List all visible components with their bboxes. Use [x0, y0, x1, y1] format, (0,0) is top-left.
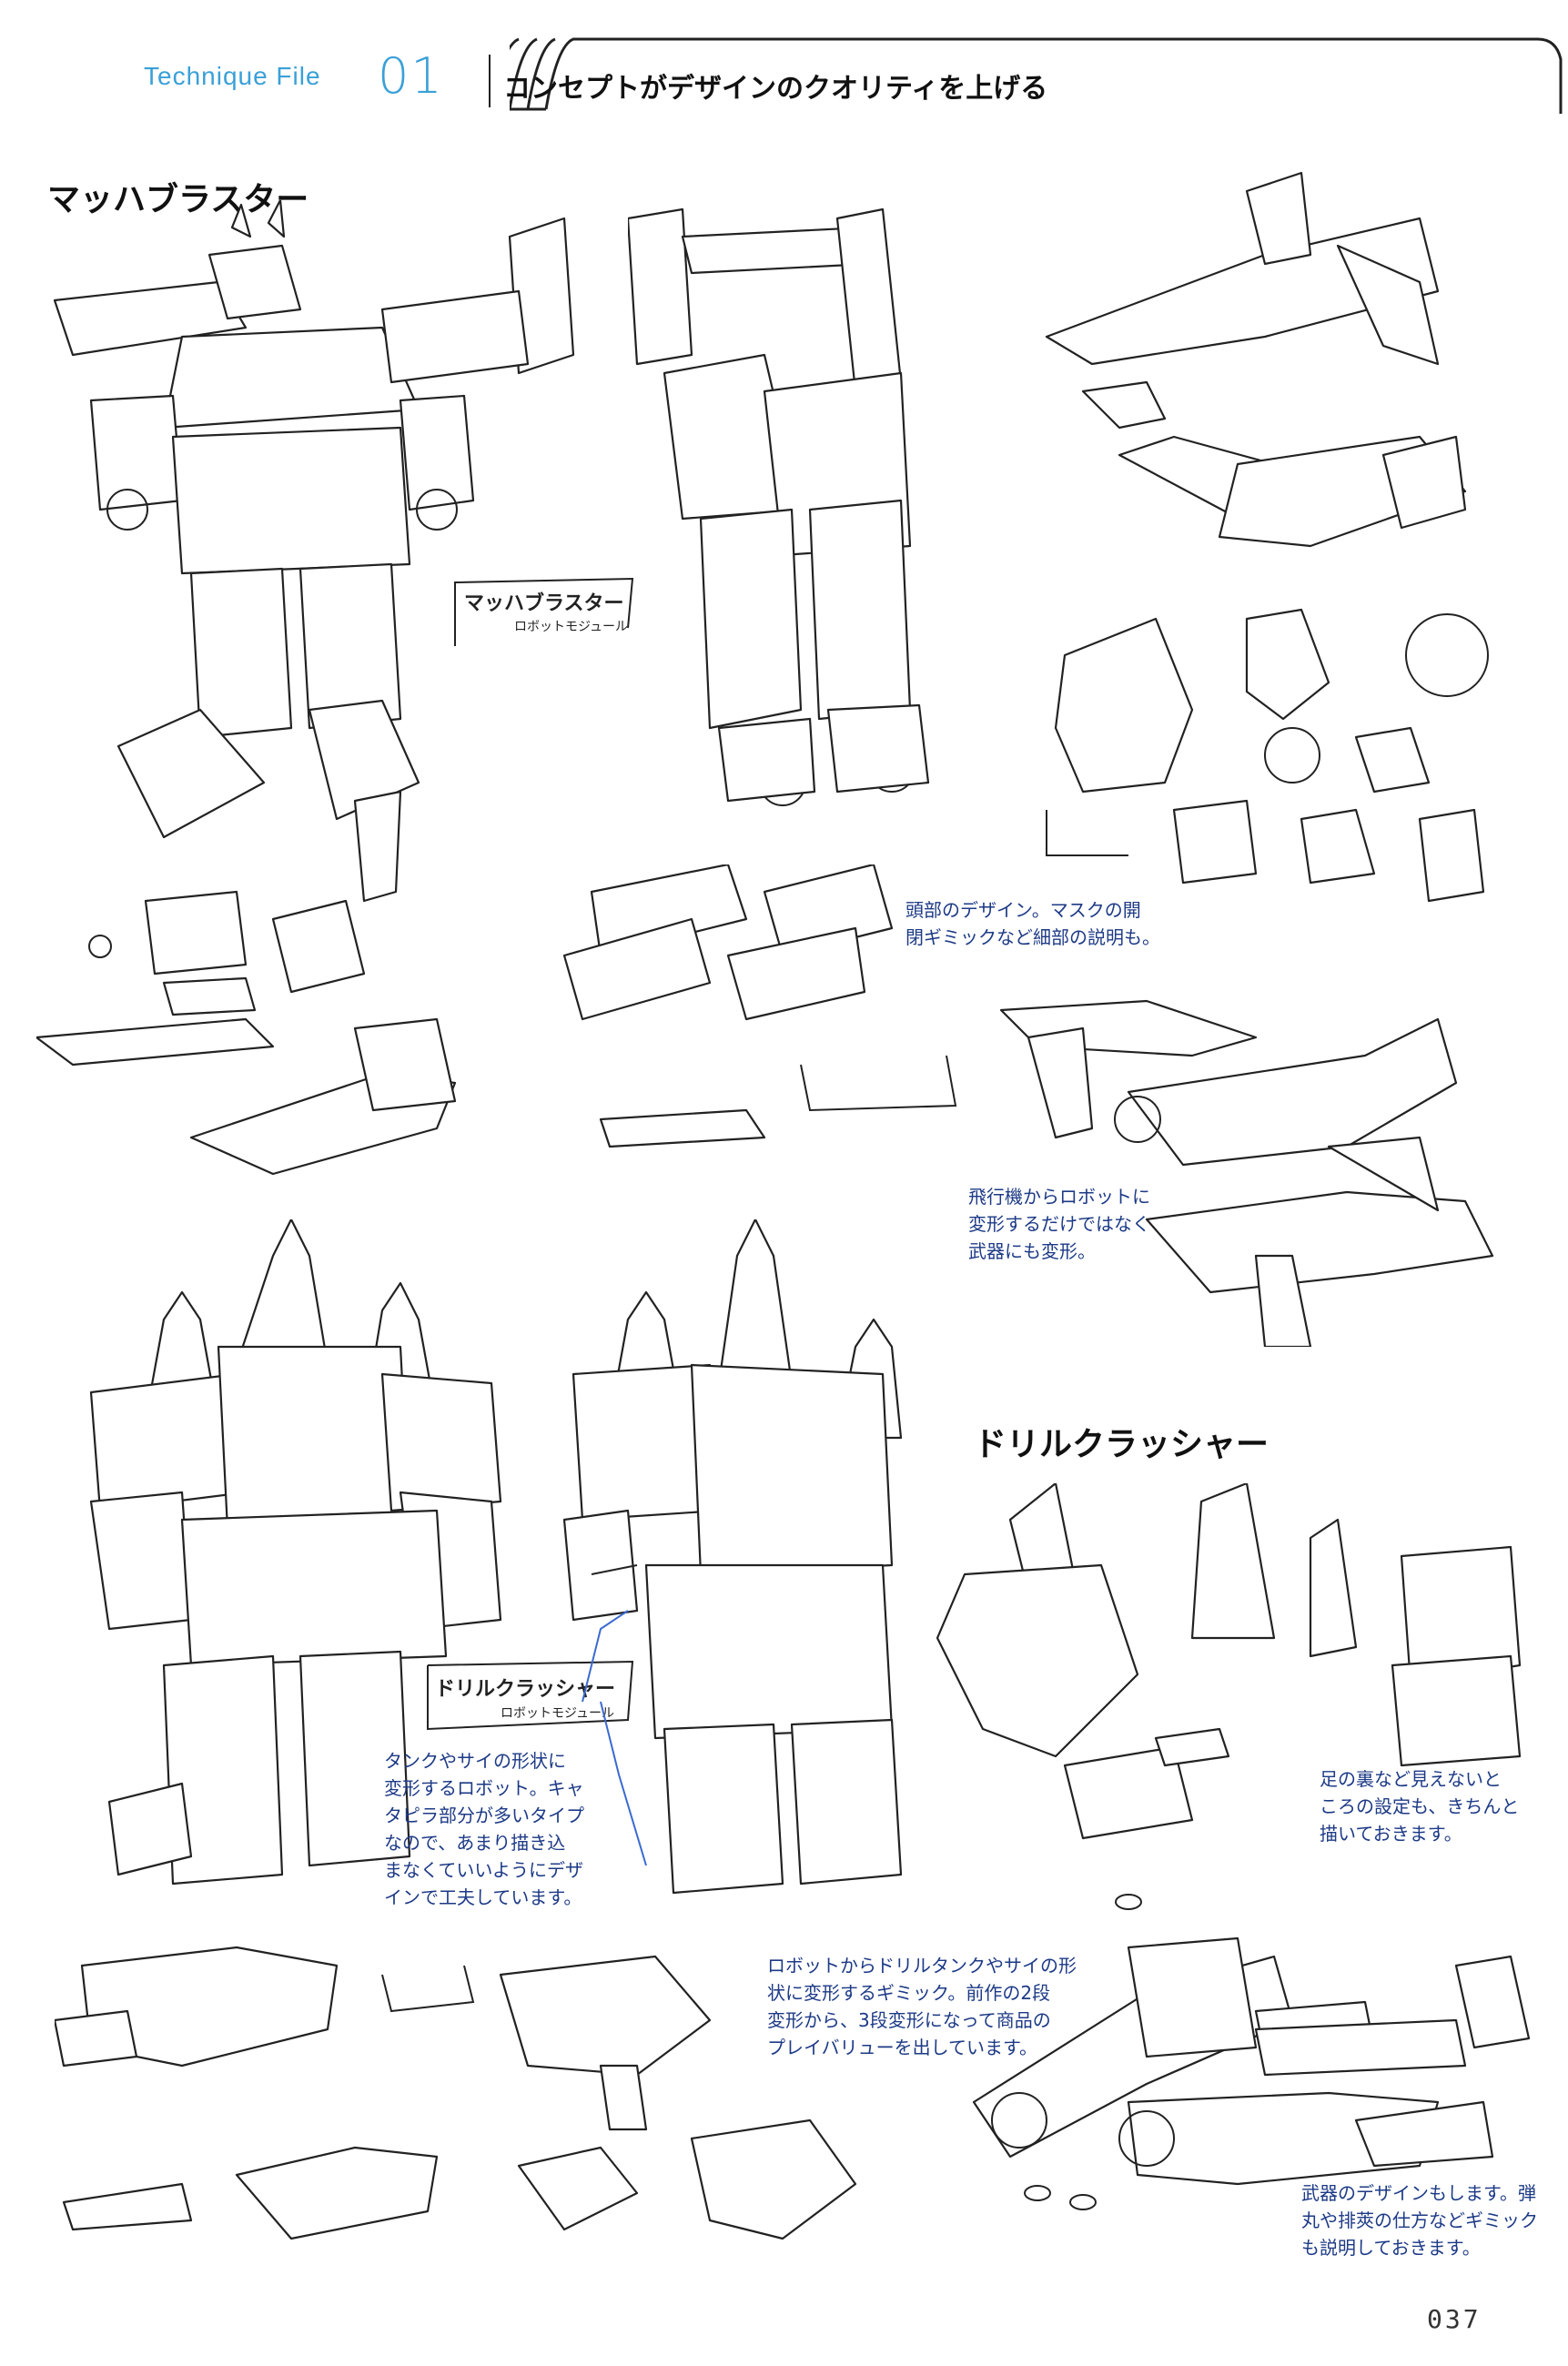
mach-blaster-label-sub: ロボットモジュール	[514, 620, 629, 634]
drill-crusher-front-sketch	[89, 1219, 502, 1886]
section-title-mach-blaster: マッハブラスター	[47, 181, 309, 218]
drill-crusher-label-sub: ロボットモジュール	[501, 1706, 615, 1721]
drill-detail-sketches	[936, 1483, 1522, 1840]
mach-blaster-front-sketch	[53, 200, 575, 903]
caption-weapon-design: 武器のデザインもします。弾 丸や排莢の仕方などギミック も説明しておきます。	[1301, 2182, 1538, 2259]
caption-plane-to-robot: 飛行機からロボットに 変形するだけではなく 武器にも変形。	[968, 1186, 1150, 1262]
caption-tank-robot: タンクやサイの形状に 変形するロボット。キャ タピラ部分が多いタイプ なので、あ…	[384, 1750, 584, 1908]
technique-file-label: Technique File	[144, 62, 321, 90]
header-divider	[489, 55, 491, 107]
mach-blaster-label-box	[454, 577, 634, 646]
header-tab-shape	[510, 37, 1563, 114]
caption-head-design: 頭部のデザイン。マスクの開 閉ギミックなど細部の説明も。	[905, 899, 1160, 948]
mach-blaster-jet-sketches	[1045, 171, 1467, 548]
drill-crusher-back-sketch	[562, 1219, 903, 1895]
mach-blaster-back-sketch	[628, 207, 930, 806]
drill-crusher-label-box	[427, 1660, 634, 1731]
section-title-drill-crusher: ドリルクラッシャー	[974, 1426, 1270, 1463]
drill-vehicle-transform-sketches	[55, 1946, 857, 2240]
page-header	[510, 32, 1568, 118]
caption-leader-line	[582, 1610, 647, 1866]
mach-blaster-label-name: マッハブラスター	[464, 592, 624, 615]
drill-weapon-sketches	[972, 1894, 1531, 2210]
jet-weapon-transform-sketches	[999, 999, 1494, 1347]
caption-drill-gimmick: ロボットからドリルタンクやサイの形 状に変形するギミック。前作の2段 変形から、…	[767, 1955, 1077, 2058]
mach-blaster-parts-sketches	[36, 864, 957, 1176]
caption-foot-settings: 足の裏など見えないと ころの設定も、きちんと 描いておきます。	[1320, 1768, 1520, 1845]
page-title: コンセプトがデザインのクオリティを上げる	[503, 73, 1048, 105]
page-number: 037	[1427, 2304, 1482, 2334]
technique-file-number: 01	[378, 47, 444, 105]
head-design-sketches	[1046, 608, 1489, 903]
